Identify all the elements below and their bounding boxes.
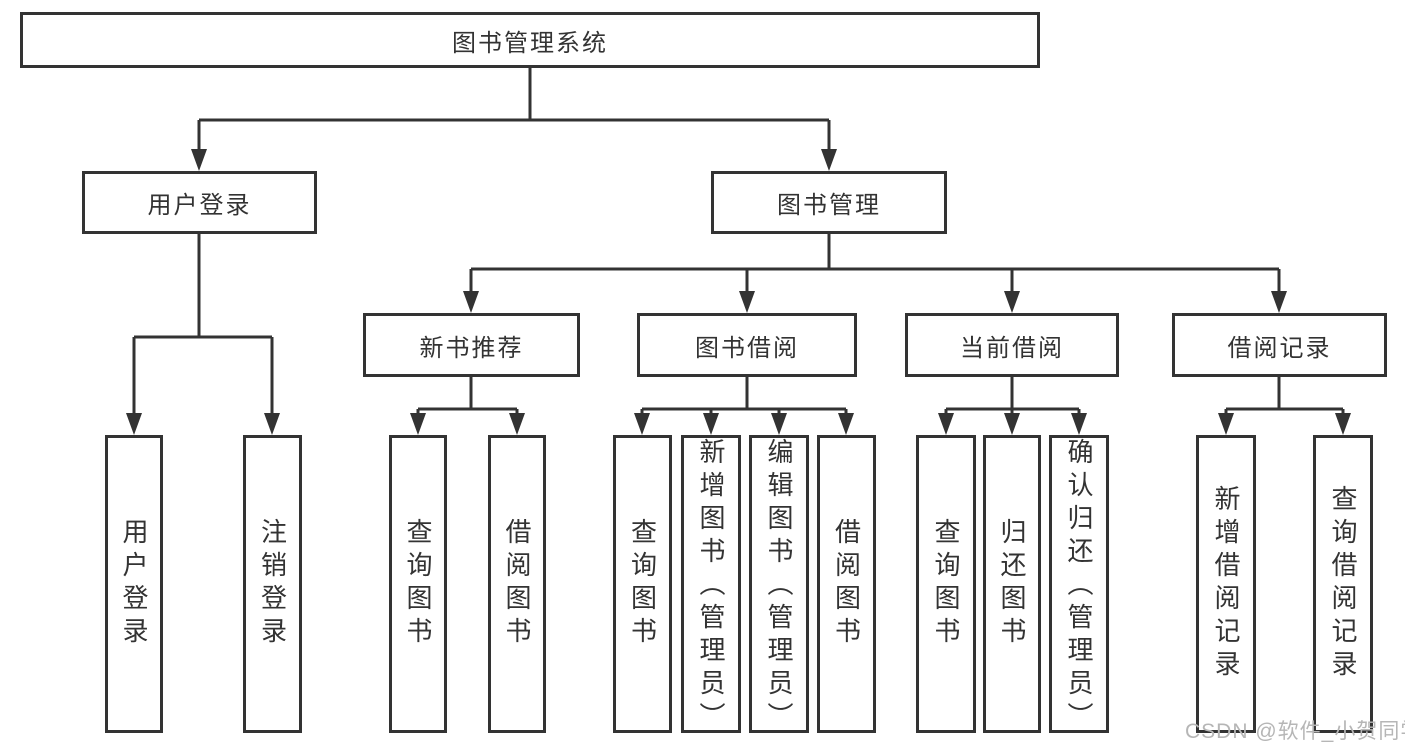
leaf-query-borrow-record: 查询借阅记录 xyxy=(1313,435,1373,733)
node-library-management-system: 图书管理系统 xyxy=(20,12,1040,68)
leaf-query-books-borrowing: 查询图书 xyxy=(613,435,672,733)
leaf-confirm-return-admin: 确认归还（管理员） xyxy=(1049,435,1109,735)
leaf-borrow-books-recommend: 借阅图书 xyxy=(488,435,546,733)
csdn-watermark: CSDN @软件_小贺同学 xyxy=(1185,720,1405,743)
leaf-edit-book-admin: 编辑图书（管理员） xyxy=(749,435,809,735)
leaf-add-borrow-record: 新增借阅记录 xyxy=(1196,435,1256,733)
leaf-logout: 注销登录 xyxy=(243,435,302,733)
leaf-query-books-current: 查询图书 xyxy=(916,435,976,733)
node-book-management: 图书管理 xyxy=(711,171,947,234)
node-new-book-recommend: 新书推荐 xyxy=(363,313,580,377)
node-borrowing-records: 借阅记录 xyxy=(1172,313,1387,377)
leaf-return-book: 归还图书 xyxy=(983,435,1041,733)
node-book-borrowing: 图书借阅 xyxy=(637,313,857,377)
leaf-borrow-books-borrowing: 借阅图书 xyxy=(817,435,876,733)
leaf-user-login: 用户登录 xyxy=(105,435,163,733)
node-user-login: 用户登录 xyxy=(82,171,317,234)
leaf-add-book-admin: 新增图书（管理员） xyxy=(681,435,741,735)
node-current-borrowing: 当前借阅 xyxy=(905,313,1119,377)
leaf-query-books-recommend: 查询图书 xyxy=(389,435,447,733)
